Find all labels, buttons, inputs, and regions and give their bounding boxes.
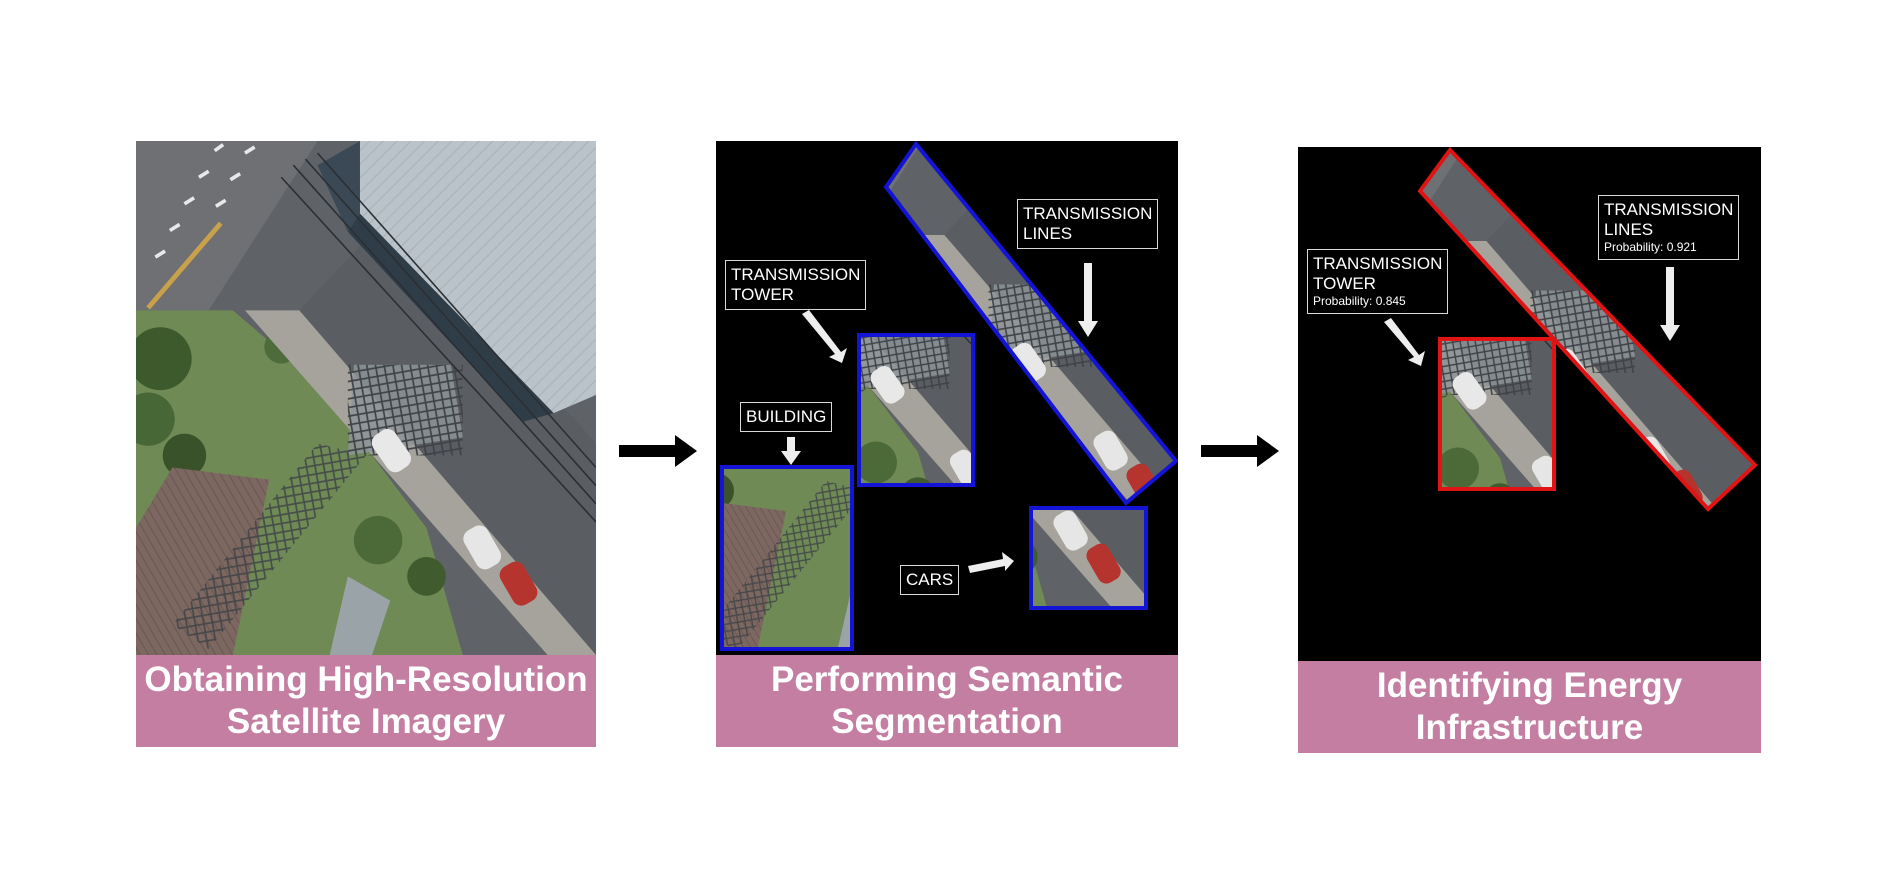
box-transmission-lines bbox=[883, 141, 1178, 506]
caption-segmentation: Performing Semantic Segmentation bbox=[716, 655, 1178, 747]
label-line: TOWER bbox=[1313, 274, 1376, 293]
caption-line: Segmentation bbox=[831, 702, 1063, 741]
caption-line: Infrastructure bbox=[1415, 708, 1644, 747]
probability-lines: Probability: 0.921 bbox=[1604, 240, 1697, 254]
box-transmission-tower bbox=[857, 333, 975, 487]
caption-satellite: Obtaining High-Resolution Satellite Imag… bbox=[136, 655, 596, 747]
box-cars bbox=[1029, 506, 1148, 610]
satellite-image bbox=[136, 141, 596, 655]
label-line: CARS bbox=[906, 570, 954, 589]
caption-line: Performing Semantic bbox=[770, 660, 1124, 699]
caption-line: Identifying Energy bbox=[1376, 666, 1683, 705]
probability-tower: Probability: 0.845 bbox=[1313, 294, 1406, 308]
panel-satellite: Obtaining High-Resolution Satellite Imag… bbox=[136, 141, 596, 747]
panel-segmentation: TRANSMISSION TOWER TRANSMISSION LINES BU… bbox=[716, 141, 1178, 747]
caption-line: Obtaining High-Resolution bbox=[144, 660, 588, 699]
label-line: LINES bbox=[1023, 224, 1073, 243]
label-building: BUILDING bbox=[740, 402, 833, 432]
box-building bbox=[720, 465, 854, 651]
label-detected-tower: TRANSMISSION TOWER Probability: 0.845 bbox=[1307, 249, 1449, 314]
segmentation-image: TRANSMISSION TOWER TRANSMISSION LINES BU… bbox=[716, 141, 1178, 655]
label-line: TRANSMISSION bbox=[731, 265, 861, 284]
caption-detection: Identifying Energy Infrastructure bbox=[1298, 661, 1761, 753]
flow-arrow-icon bbox=[619, 435, 699, 467]
label-detected-lines: TRANSMISSION LINES Probability: 0.921 bbox=[1598, 195, 1740, 260]
label-line: TRANSMISSION bbox=[1023, 204, 1153, 223]
label-line: TRANSMISSION bbox=[1313, 254, 1443, 273]
label-line: LINES bbox=[1604, 220, 1654, 239]
label-transmission-lines: TRANSMISSION LINES bbox=[1017, 199, 1159, 249]
label-line: TRANSMISSION bbox=[1604, 200, 1734, 219]
detection-box-tower bbox=[1438, 337, 1556, 491]
label-cars: CARS bbox=[900, 565, 960, 595]
caption-line: Satellite Imagery bbox=[226, 702, 506, 741]
label-line: BUILDING bbox=[746, 407, 827, 426]
label-line: TOWER bbox=[731, 285, 794, 304]
detection-image: TRANSMISSION TOWER Probability: 0.845 TR… bbox=[1298, 147, 1761, 661]
detection-box-lines bbox=[1417, 147, 1758, 512]
label-transmission-tower: TRANSMISSION TOWER bbox=[725, 260, 867, 310]
panel-detection: TRANSMISSION TOWER Probability: 0.845 TR… bbox=[1298, 147, 1761, 753]
flow-arrow-icon bbox=[1201, 435, 1281, 467]
